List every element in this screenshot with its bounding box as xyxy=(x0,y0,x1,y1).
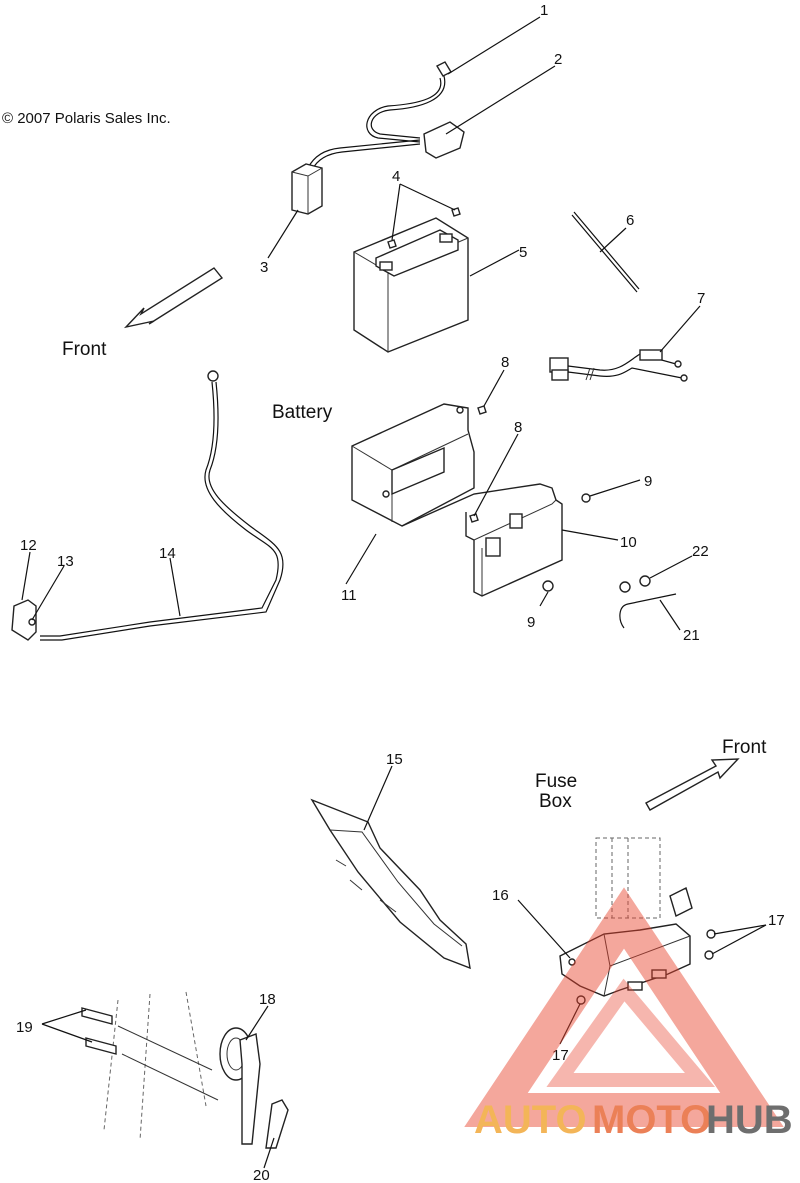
nut-9a xyxy=(581,493,591,503)
front-arrow-top xyxy=(123,267,224,329)
battery-cable-assembly xyxy=(11,370,284,641)
label-12: 12 xyxy=(20,537,37,554)
label-5: 5 xyxy=(519,244,527,261)
label-7: 7 xyxy=(697,290,705,307)
bracket-16 xyxy=(559,887,693,997)
watermark-logo: AUTO MOTO HUB xyxy=(464,887,793,1142)
label-9a: 9 xyxy=(644,473,652,490)
label-11: 11 xyxy=(341,587,357,604)
pin-21 xyxy=(619,593,677,629)
label-17a: 17 xyxy=(768,912,785,929)
front-caption-top: Front xyxy=(62,339,107,360)
watermark-text-moto: MOTO xyxy=(592,1098,711,1142)
bolt-17c xyxy=(576,995,586,1005)
label-1: 1 xyxy=(540,2,548,19)
label-3: 3 xyxy=(260,259,268,276)
fuse-caption-line1: Fuse xyxy=(535,771,577,792)
label-13: 13 xyxy=(57,553,74,570)
harness-assembly xyxy=(549,349,688,382)
label-8b: 8 xyxy=(514,419,522,436)
watermark-text-hub: HUB xyxy=(706,1098,793,1142)
strap-line-2 xyxy=(573,211,640,290)
panel-15 xyxy=(310,798,471,970)
copyright-text: © 2007 Polaris Sales Inc. xyxy=(2,110,171,127)
part-labels: 1 2 3 4 5 6 7 8 8 9 10 11 9 22 21 12 13 … xyxy=(16,2,785,1183)
fuse-caption-line2: Box xyxy=(539,791,572,812)
label-21: 21 xyxy=(683,627,700,644)
nut-9b xyxy=(542,580,554,592)
bolt-8a xyxy=(477,405,487,415)
front-arrow-right xyxy=(645,758,740,811)
label-14: 14 xyxy=(159,545,176,562)
label-6: 6 xyxy=(626,212,634,229)
label-17b: 17 xyxy=(552,1047,569,1064)
label-10: 10 xyxy=(620,534,637,551)
label-9b: 9 xyxy=(527,614,535,631)
bolt-8b xyxy=(469,513,479,523)
front-caption-right: Front xyxy=(722,737,767,758)
label-4: 4 xyxy=(392,168,400,185)
bolt-17a xyxy=(706,929,716,939)
nut-22a xyxy=(639,575,651,587)
strap-line xyxy=(571,214,638,293)
label-2: 2 xyxy=(554,51,562,68)
label-16: 16 xyxy=(492,887,509,904)
label-20: 20 xyxy=(253,1167,270,1183)
bolt-17b xyxy=(704,950,714,960)
nut-22b xyxy=(619,581,631,593)
label-22: 22 xyxy=(692,543,709,560)
ignition-cable-assembly xyxy=(291,61,465,215)
label-19: 19 xyxy=(16,1019,33,1036)
label-15: 15 xyxy=(386,751,403,768)
battery-box-assembly xyxy=(351,403,563,597)
label-8a: 8 xyxy=(501,354,509,371)
watermark-text-auto: AUTO xyxy=(474,1098,587,1142)
horn-assembly xyxy=(81,991,289,1149)
label-18: 18 xyxy=(259,991,276,1008)
fuse-box-outline xyxy=(595,837,661,919)
battery-caption: Battery xyxy=(272,402,333,423)
leader-lines xyxy=(21,16,767,1169)
battery-body xyxy=(353,207,469,353)
